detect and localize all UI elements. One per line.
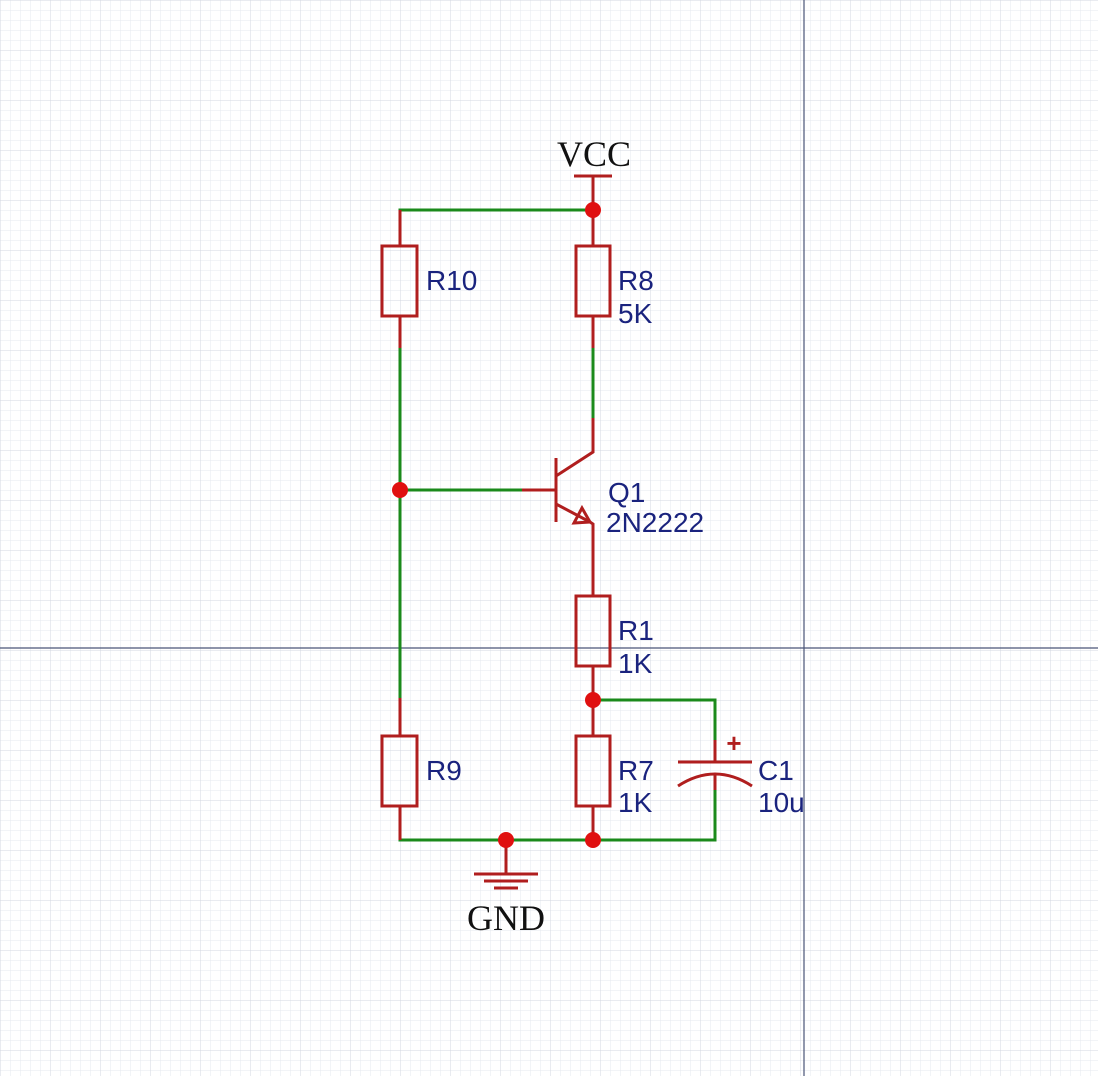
vcc-label: VCC: [557, 134, 631, 174]
junction-base: [392, 482, 408, 498]
resistor-r9[interactable]: R9: [380, 698, 462, 840]
r7-ref: R7: [618, 755, 654, 786]
q1-ref: Q1: [608, 477, 645, 508]
resistor-r7[interactable]: R7 1K: [574, 700, 654, 840]
wires[interactable]: [398, 208, 717, 842]
r1-value: 1K: [618, 648, 653, 679]
gnd-label: GND: [467, 898, 545, 938]
resistor-r1[interactable]: R1 1K: [574, 560, 654, 700]
c1-polarity-mark: +: [726, 728, 741, 758]
c1-value: 10u: [758, 787, 805, 818]
r7-value: 1K: [618, 787, 653, 818]
junctions: [392, 202, 601, 848]
junction-gnd-right: [585, 832, 601, 848]
capacitor-c1[interactable]: + C1 10u: [677, 728, 805, 818]
junction-vcc: [585, 202, 601, 218]
transistor-q1[interactable]: Q1 2N2222: [522, 418, 704, 560]
c1-ref: C1: [758, 755, 794, 786]
gnd-symbol[interactable]: GND: [467, 840, 545, 938]
resistor-r10[interactable]: R10: [380, 210, 477, 348]
q1-value: 2N2222: [606, 507, 704, 538]
r8-value: 5K: [618, 298, 653, 329]
r1-ref: R1: [618, 615, 654, 646]
resistor-r8[interactable]: R8 5K: [574, 210, 654, 348]
r10-ref: R10: [426, 265, 477, 296]
junction-gnd-center: [498, 832, 514, 848]
junction-emitter: [585, 692, 601, 708]
vcc-power-flag[interactable]: VCC: [557, 134, 631, 210]
r8-ref: R8: [618, 265, 654, 296]
r9-ref: R9: [426, 755, 462, 786]
